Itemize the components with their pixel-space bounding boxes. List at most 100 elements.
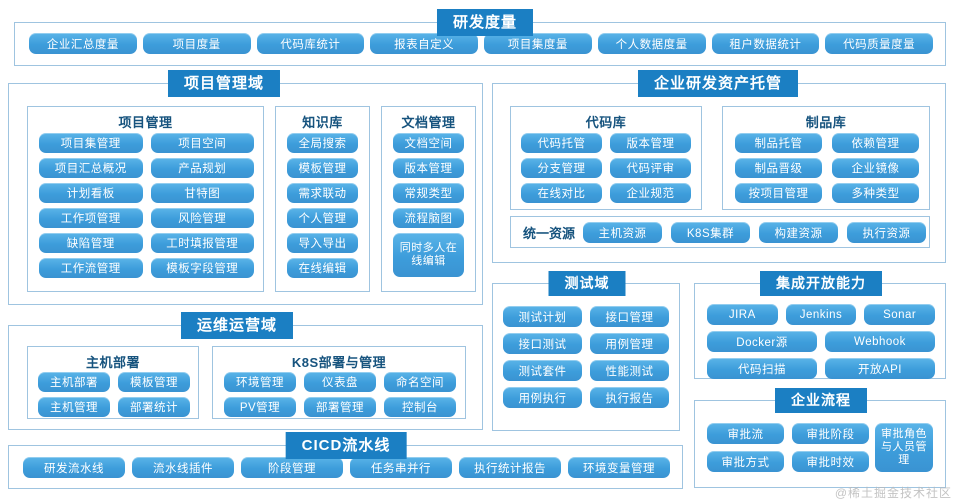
chip-integration-open-api[interactable]: 开放API [825,358,935,379]
integration-row-2: Docker源 Webhook [707,331,935,352]
chip-code-3[interactable]: 代码评审 [610,158,691,178]
chip-resource-2[interactable]: 构建资源 [759,222,839,243]
chip-process-0[interactable]: 审批流 [707,423,784,444]
subpanel-knowledge-base: 知识库 全局搜索 模板管理 需求联动 个人管理 导入导出 在线编辑 [275,106,370,292]
panel-test-domain: 测试域 测试计划 接口管理 接口测试 用例管理 测试套件 性能测试 用例执行 执… [492,271,680,431]
chip-metrics-5[interactable]: 个人数据度量 [597,33,706,54]
subpanel-title-knowledge-base: 知识库 [302,115,343,130]
chip-pm-5[interactable]: 甘特图 [150,183,254,203]
chip-doc-4[interactable]: 同时多人在线编辑 [393,233,464,277]
chip-kb-2[interactable]: 需求联动 [287,183,358,203]
chip-host-1[interactable]: 模板管理 [118,372,190,392]
chip-pm-6[interactable]: 工作项管理 [39,208,143,228]
subpanel-code-repository: 代码库 代码托管 版本管理 分支管理 代码评审 在线对比 企业规范 [510,106,702,210]
chip-kb-1[interactable]: 模板管理 [287,158,358,178]
panel-title-project-domain: 项目管理域 [167,70,281,97]
chip-cicd-5[interactable]: 环境变量管理 [568,457,670,478]
chip-k8s-0[interactable]: 环境管理 [224,372,296,392]
chip-artifact-1[interactable]: 依赖管理 [832,133,919,153]
chip-doc-0[interactable]: 文档空间 [393,133,464,153]
chip-test-1[interactable]: 接口管理 [590,306,669,327]
chip-integration-sonar[interactable]: Sonar [864,304,935,325]
subpanel-title-artifact-repository: 制品库 [805,115,847,130]
chip-doc-1[interactable]: 版本管理 [393,158,464,178]
chip-integration-jira[interactable]: JIRA [707,304,778,325]
chip-process-3[interactable]: 审批时效 [792,451,869,472]
chip-pm-4[interactable]: 计划看板 [39,183,143,203]
chip-host-2[interactable]: 主机管理 [38,397,110,417]
chip-doc-2[interactable]: 常规类型 [393,183,464,203]
chip-integration-docker[interactable]: Docker源 [707,331,817,352]
chip-host-0[interactable]: 主机部署 [38,372,110,392]
chip-pm-0[interactable]: 项目集管理 [39,133,143,153]
panel-title-integration: 集成开放能力 [760,271,882,296]
chip-artifact-5[interactable]: 多种类型 [832,183,919,203]
chip-pm-3[interactable]: 产品规划 [150,158,254,178]
chip-process-1[interactable]: 审批阶段 [792,423,869,444]
chip-pm-8[interactable]: 缺陷管理 [39,233,143,253]
chip-metrics-0[interactable]: 企业汇总度量 [29,33,137,54]
chip-process-role-management[interactable]: 审批角色与人员管理 [875,423,933,472]
chip-pm-1[interactable]: 项目空间 [150,133,254,153]
document-management-chip-grid: 文档空间 版本管理 常规类型 流程脑图 同时多人在线编辑 [393,133,464,277]
chip-test-0[interactable]: 测试计划 [503,306,582,327]
chip-pm-2[interactable]: 项目汇总概况 [39,158,143,178]
chip-test-2[interactable]: 接口测试 [503,333,582,354]
metrics-chip-grid: 企业汇总度量 项目度量 代码库统计 报表自定义 项目集度量 个人数据度量 租户数… [29,33,933,54]
chip-test-7[interactable]: 执行报告 [590,387,669,408]
chip-code-0[interactable]: 代码托管 [521,133,602,153]
chip-cicd-2[interactable]: 阶段管理 [241,457,343,478]
chip-pm-10[interactable]: 工作流管理 [39,258,143,278]
chip-pm-11[interactable]: 模板字段管理 [150,258,254,278]
chip-k8s-3[interactable]: PV管理 [224,397,296,417]
chip-cicd-0[interactable]: 研发流水线 [23,457,125,478]
chip-artifact-0[interactable]: 制品托管 [735,133,822,153]
chip-artifact-2[interactable]: 制品晋级 [735,158,822,178]
chip-pm-9[interactable]: 工时填报管理 [150,233,254,253]
chip-cicd-3[interactable]: 任务串并行 [350,457,452,478]
chip-host-3[interactable]: 部署统计 [118,397,190,417]
chip-cicd-4[interactable]: 执行统计报告 [459,457,561,478]
chip-k8s-1[interactable]: 仪表盘 [304,372,376,392]
chip-code-4[interactable]: 在线对比 [521,183,602,203]
chip-metrics-7[interactable]: 代码质量度量 [825,33,933,54]
chip-code-1[interactable]: 版本管理 [610,133,691,153]
chip-test-5[interactable]: 性能测试 [590,360,669,381]
panel-metrics: 研发度量 企业汇总度量 项目度量 代码库统计 报表自定义 项目集度量 个人数据度… [14,9,946,66]
chip-doc-3[interactable]: 流程脑图 [393,208,464,228]
panel-assets-domain: 企业研发资产托管 代码库 代码托管 版本管理 分支管理 代码评审 在线对比 企业… [492,70,946,263]
chip-code-5[interactable]: 企业规范 [610,183,691,203]
chip-resource-1[interactable]: K8S集群 [671,222,751,243]
chip-resource-3[interactable]: 执行资源 [847,222,927,243]
chip-metrics-2[interactable]: 代码库统计 [256,33,365,54]
chip-cicd-1[interactable]: 流水线插件 [132,457,234,478]
chip-kb-4[interactable]: 导入导出 [287,233,358,253]
chip-code-2[interactable]: 分支管理 [521,158,602,178]
chip-test-6[interactable]: 用例执行 [503,387,582,408]
chip-metrics-4[interactable]: 项目集度量 [484,33,592,54]
panel-title-assets-domain: 企业研发资产托管 [637,70,799,97]
chip-metrics-6[interactable]: 租户数据统计 [711,33,820,54]
chip-artifact-3[interactable]: 企业镜像 [832,158,919,178]
chip-process-2[interactable]: 审批方式 [707,451,784,472]
chip-integration-jenkins[interactable]: Jenkins [785,304,857,325]
subpanel-title-k8s-deployment: K8S部署与管理 [291,355,387,370]
chip-k8s-4[interactable]: 部署管理 [304,397,376,417]
chip-k8s-5[interactable]: 控制台 [384,397,456,417]
chip-k8s-2[interactable]: 命名空间 [384,372,456,392]
chip-integration-webhook[interactable]: Webhook [825,331,935,352]
chip-test-3[interactable]: 用例管理 [590,333,669,354]
chip-pm-7[interactable]: 风险管理 [150,208,254,228]
knowledge-base-chip-grid: 全局搜索 模板管理 需求联动 个人管理 导入导出 在线编辑 [287,133,358,278]
chip-test-4[interactable]: 测试套件 [503,360,582,381]
subpanel-k8s-deployment: K8S部署与管理 环境管理 仪表盘 命名空间 PV管理 部署管理 控制台 [212,346,466,419]
chip-integration-code-scan[interactable]: 代码扫描 [707,358,817,379]
chip-artifact-4[interactable]: 按项目管理 [735,183,822,203]
chip-metrics-1[interactable]: 项目度量 [142,33,251,54]
chip-kb-5[interactable]: 在线编辑 [287,258,358,278]
code-repository-chip-grid: 代码托管 版本管理 分支管理 代码评审 在线对比 企业规范 [521,133,691,203]
chip-metrics-3[interactable]: 报表自定义 [370,33,478,54]
chip-kb-0[interactable]: 全局搜索 [287,133,358,153]
chip-kb-3[interactable]: 个人管理 [287,208,358,228]
chip-resource-0[interactable]: 主机资源 [583,222,663,243]
